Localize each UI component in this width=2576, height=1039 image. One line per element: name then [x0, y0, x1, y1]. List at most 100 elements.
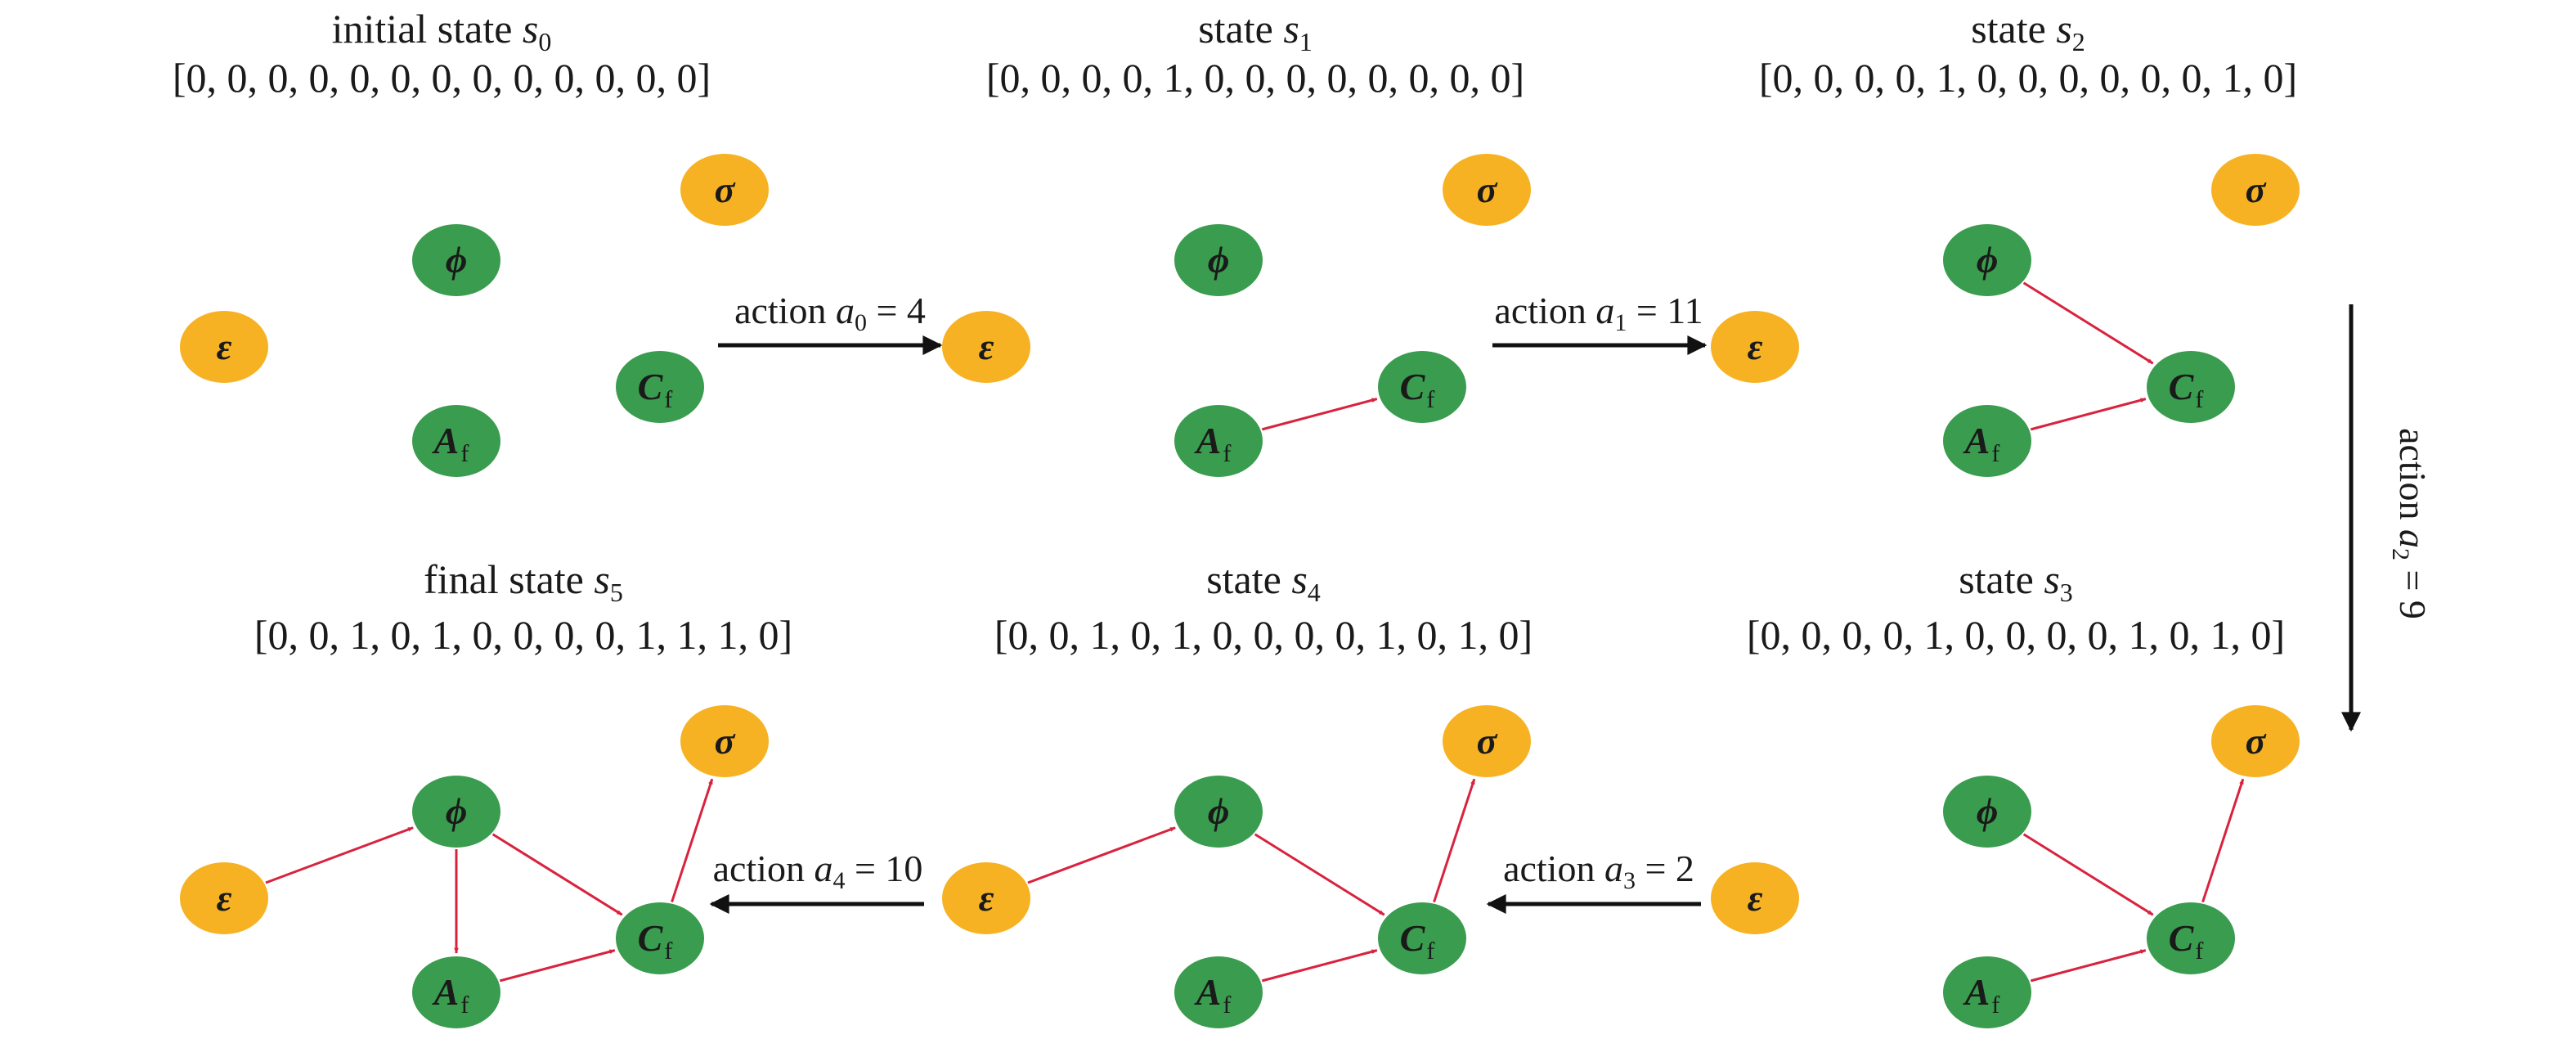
node-Cf: Cf — [616, 351, 704, 423]
node-Cf: Cf — [1378, 351, 1466, 423]
node-Cf: Cf — [2147, 902, 2235, 974]
node-ellipse — [1174, 405, 1263, 477]
node-ellipse — [1443, 705, 1531, 777]
action-a0: action a0 = 4 — [718, 290, 943, 355]
state-panel-s4: state s4 [0, 0, 1, 0, 1, 0, 0, 0, 0, 1, 0… — [994, 556, 1533, 658]
node-ellipse — [1174, 224, 1263, 296]
node-label: Af — [1963, 971, 2000, 1019]
node-Cf: Cf — [616, 902, 704, 974]
edge-phi-to-Cf — [2022, 281, 2154, 365]
node-label: ϕ — [1208, 239, 1230, 281]
node-label: Cf — [638, 366, 673, 413]
node-epsilon: ε — [1711, 862, 1799, 934]
node-sigma: σ — [680, 154, 769, 226]
node-label: σ — [2246, 720, 2267, 762]
state-title: state s1 — [1198, 6, 1313, 56]
action-a2: action a2 = 9 — [2341, 304, 2434, 732]
action-label: action a1 = 11 — [1494, 290, 1703, 336]
node-sigma: σ — [1443, 154, 1531, 226]
node-ellipse — [680, 154, 769, 226]
action-label: action a0 = 4 — [734, 290, 926, 336]
state-title: final state s5 — [424, 556, 623, 607]
node-Af: Af — [1174, 405, 1263, 477]
node-epsilon: ε — [942, 311, 1030, 383]
node-phi: ϕ — [412, 776, 500, 848]
node-ellipse — [180, 311, 268, 383]
node-Af: Af — [1174, 956, 1263, 1028]
node-label: ε — [979, 326, 994, 367]
action-label: action a2 = 9 — [2387, 428, 2434, 619]
state-title: state s3 — [1959, 556, 2073, 607]
node-ellipse — [616, 351, 704, 423]
node-ellipse — [2211, 705, 2300, 777]
node-ellipse — [412, 224, 500, 296]
edges-s1 — [1261, 398, 1378, 431]
node-sigma: σ — [1443, 705, 1531, 777]
node-label: Af — [432, 420, 469, 467]
node-ellipse — [1378, 351, 1466, 423]
state-vector: [0, 0, 0, 0, 0, 0, 0, 0, 0, 0, 0, 0, 0] — [173, 55, 711, 101]
node-label: Af — [1194, 971, 1232, 1019]
edges-layer — [265, 281, 2245, 983]
state-vector: [0, 0, 1, 0, 1, 0, 0, 0, 0, 1, 1, 1, 0] — [254, 612, 792, 658]
node-sigma: σ — [680, 705, 769, 777]
edge-phi-to-Cf — [1254, 833, 1385, 916]
node-phi: ϕ — [412, 224, 500, 296]
node-Af: Af — [1943, 405, 2031, 477]
edges-s3 — [2022, 778, 2245, 983]
node-ellipse — [2211, 154, 2300, 226]
edge-Cf-to-sigma — [1433, 778, 1476, 903]
node-epsilon: ε — [180, 862, 268, 934]
node-label: Cf — [2169, 917, 2204, 965]
node-ellipse — [1174, 776, 1263, 848]
node-label: Cf — [638, 917, 673, 965]
node-ellipse — [616, 902, 704, 974]
node-ellipse — [942, 862, 1030, 934]
node-label: Af — [1963, 420, 2000, 467]
state-vector: [0, 0, 1, 0, 1, 0, 0, 0, 0, 1, 0, 1, 0] — [994, 612, 1533, 658]
node-label: ϕ — [1208, 790, 1230, 832]
node-ellipse — [2147, 902, 2235, 974]
node-Cf: Cf — [1378, 902, 1466, 974]
node-ellipse — [412, 776, 500, 848]
node-ellipse — [1711, 862, 1799, 934]
node-label: ε — [217, 326, 232, 367]
node-label: ε — [1748, 877, 1763, 919]
actions-layer: action a0 = 4 action a1 = 11 action a2 = 9… — [709, 290, 2434, 914]
node-sigma: σ — [2211, 705, 2300, 777]
node-ellipse — [2147, 351, 2235, 423]
node-ellipse — [1943, 776, 2031, 848]
state-panel-s0: initial state s0[0, 0, 0, 0, 0, 0, 0, 0,… — [173, 6, 711, 101]
titles-layer: initial state s0[0, 0, 0, 0, 0, 0, 0, 0,… — [173, 6, 2297, 658]
edges-s4 — [1027, 778, 1476, 983]
node-Af: Af — [412, 405, 500, 477]
state-panel-s2: state s2[0, 0, 0, 0, 1, 0, 0, 0, 0, 0, 0… — [1759, 6, 2297, 101]
node-ellipse — [412, 956, 500, 1028]
action-label: action a4 = 10 — [713, 848, 923, 894]
node-epsilon: ε — [180, 311, 268, 383]
edge-Af-to-Cf — [2030, 949, 2147, 983]
node-label: ϕ — [1977, 239, 1999, 281]
state-vector: [0, 0, 0, 0, 1, 0, 0, 0, 0, 0, 0, 0, 0] — [986, 55, 1524, 101]
edge-Cf-to-sigma — [671, 778, 714, 903]
node-label: ε — [217, 877, 232, 919]
node-ellipse — [1443, 154, 1531, 226]
node-label: σ — [715, 720, 736, 762]
node-epsilon: ε — [1711, 311, 1799, 383]
node-label: σ — [1477, 720, 1498, 762]
node-phi: ϕ — [1943, 224, 2031, 296]
node-ellipse — [1943, 956, 2031, 1028]
node-ellipse — [412, 405, 500, 477]
node-phi: ϕ — [1943, 776, 2031, 848]
action-a3: action a3 = 2 — [1486, 848, 1701, 914]
state-title: state s2 — [1971, 6, 2085, 56]
node-epsilon: ε — [942, 862, 1030, 934]
node-Af: Af — [1943, 956, 2031, 1028]
state-title: state s4 — [1206, 556, 1321, 607]
state-panel-s1: state s1[0, 0, 0, 0, 1, 0, 0, 0, 0, 0, 0… — [986, 6, 1524, 101]
state-title: initial state s0 — [332, 6, 552, 56]
